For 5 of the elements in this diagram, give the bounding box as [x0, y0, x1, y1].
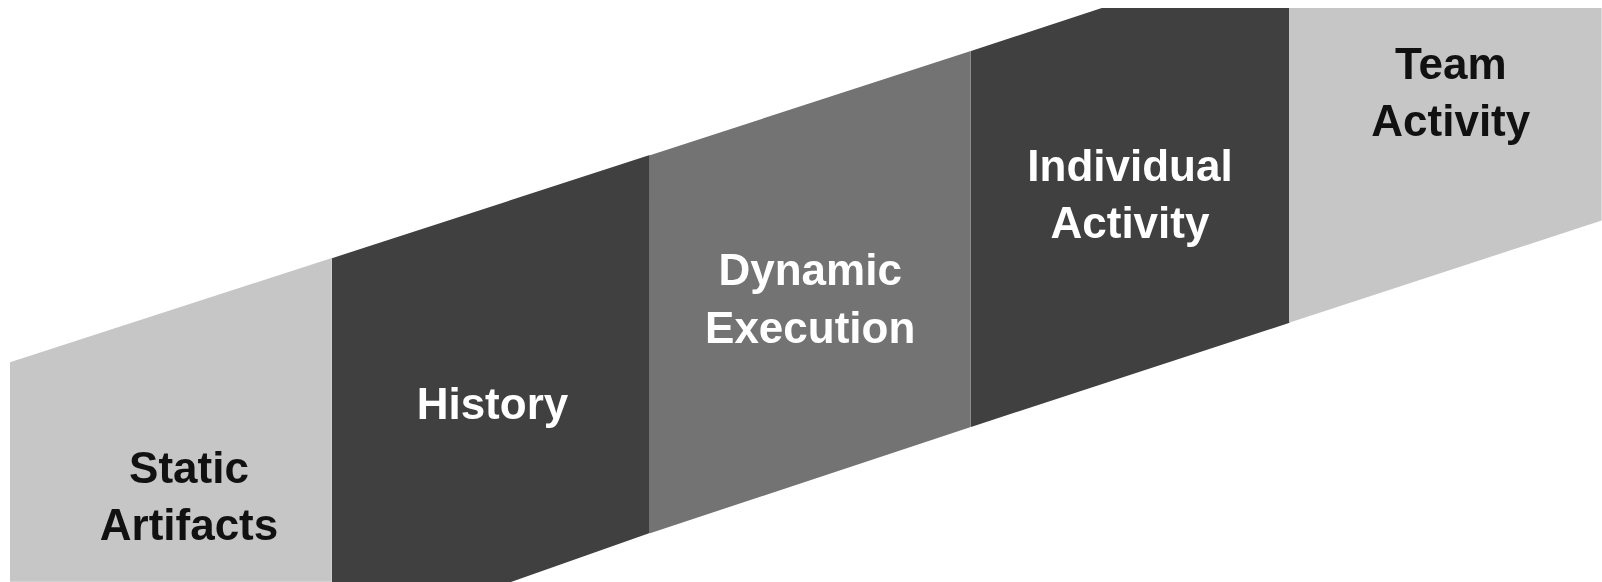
segment-label: Dynamic Execution: [704, 244, 917, 354]
segment-label: Team Activity: [1370, 37, 1532, 147]
segment-label: Static Artifacts: [98, 441, 280, 551]
segment-label: History: [415, 377, 570, 430]
segment-label: Individual Activity: [1026, 139, 1234, 250]
